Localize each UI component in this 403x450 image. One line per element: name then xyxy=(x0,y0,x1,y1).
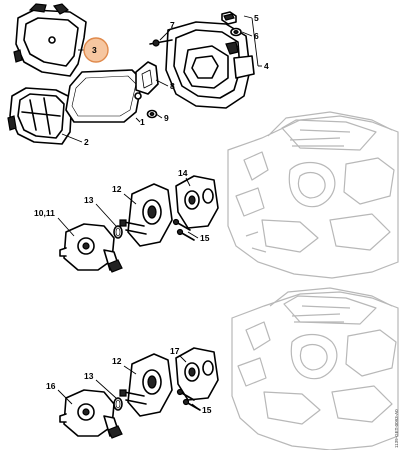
part-2-frame[interactable] xyxy=(7,87,73,145)
part-3-cover-frame[interactable] xyxy=(13,3,87,77)
label-5: 5 xyxy=(254,13,259,23)
part-16-carburetor[interactable] xyxy=(59,389,123,439)
part-13-oring-bottom[interactable] xyxy=(113,397,123,411)
label-7: 7 xyxy=(170,20,175,30)
label-16: 16 xyxy=(46,381,56,391)
label-12-bottom: 12 xyxy=(112,356,122,366)
part-12-flange-top[interactable] xyxy=(119,183,173,247)
reference-code: 1139-GET-0093-A0 xyxy=(394,409,399,448)
label-9: 9 xyxy=(164,113,169,123)
part-7-screw[interactable] xyxy=(149,39,173,47)
label-8: 8 xyxy=(170,81,175,91)
label-13-top: 13 xyxy=(84,195,94,205)
engine-outline-top xyxy=(227,111,399,279)
label-4: 4 xyxy=(264,61,269,71)
highlight-circle-part-3 xyxy=(83,37,109,63)
part-6-grommet[interactable] xyxy=(230,27,242,37)
part-5-cap[interactable] xyxy=(221,11,237,25)
part-8-bracket[interactable] xyxy=(135,61,159,95)
label-12-top: 12 xyxy=(112,184,122,194)
part-14-manifold-top[interactable] xyxy=(175,175,219,229)
part-13-oring-top[interactable] xyxy=(113,225,123,239)
part-1-filter[interactable] xyxy=(65,69,143,123)
label-1: 1 xyxy=(140,117,145,127)
label-3: 3 xyxy=(92,45,97,55)
part-10-11-carburetor[interactable] xyxy=(59,223,123,273)
part-4-housing[interactable] xyxy=(165,21,255,109)
part-15-screws-top[interactable] xyxy=(172,218,195,241)
part-9-nut[interactable] xyxy=(146,109,158,119)
engine-outline-bottom xyxy=(231,287,399,450)
part-17-manifold-bottom[interactable] xyxy=(175,347,219,401)
part-12-flange-bottom[interactable] xyxy=(119,353,173,417)
label-13-bottom: 13 xyxy=(84,371,94,381)
label-17: 17 xyxy=(170,346,180,356)
label-15-bottom: 15 xyxy=(202,405,212,415)
label-6: 6 xyxy=(254,31,259,41)
label-15-top: 15 xyxy=(200,233,210,243)
leader-lines xyxy=(57,15,262,411)
part-labels: 3 1 2 5 6 4 7 8 9 10,11 13 12 14 15 16 1… xyxy=(34,13,269,415)
label-14: 14 xyxy=(178,168,188,178)
label-2: 2 xyxy=(84,137,89,147)
label-10-11: 10,11 xyxy=(34,208,55,218)
